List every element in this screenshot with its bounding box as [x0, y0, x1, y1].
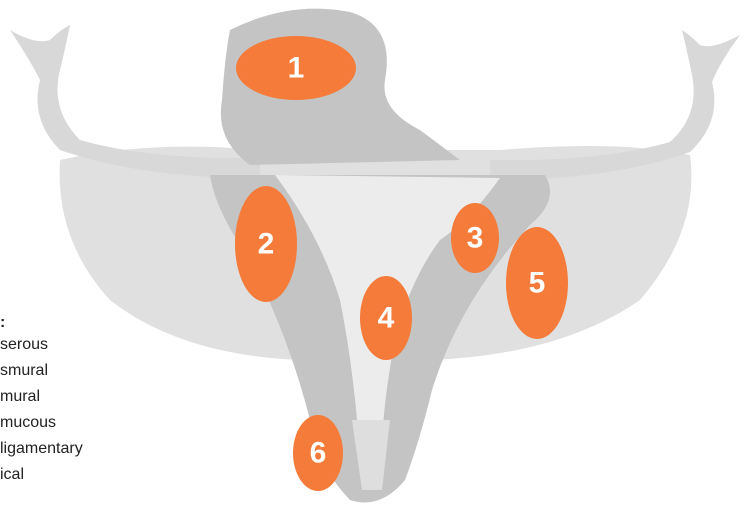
marker-number: 3 — [467, 222, 484, 255]
legend: : serous smural mural mucous ligamentary… — [0, 316, 140, 488]
legend-item: smural — [0, 358, 140, 384]
marker-1: 1 — [236, 36, 356, 100]
marker-number: 2 — [258, 228, 275, 261]
legend-heading: : — [0, 316, 140, 332]
marker-2: 2 — [235, 186, 297, 302]
marker-number: 4 — [378, 302, 395, 335]
legend-item: serous — [0, 332, 140, 358]
marker-number: 1 — [288, 52, 305, 85]
marker-number: 6 — [310, 437, 327, 470]
marker-number: 5 — [529, 267, 546, 300]
legend-item: mural — [0, 384, 140, 410]
marker-6: 6 — [293, 415, 343, 491]
legend-item: mucous — [0, 410, 140, 436]
marker-3: 3 — [451, 203, 499, 273]
legend-item: ligamentary — [0, 436, 140, 462]
marker-4: 4 — [360, 276, 412, 360]
legend-item: ical — [0, 462, 140, 488]
marker-5: 5 — [506, 227, 568, 339]
